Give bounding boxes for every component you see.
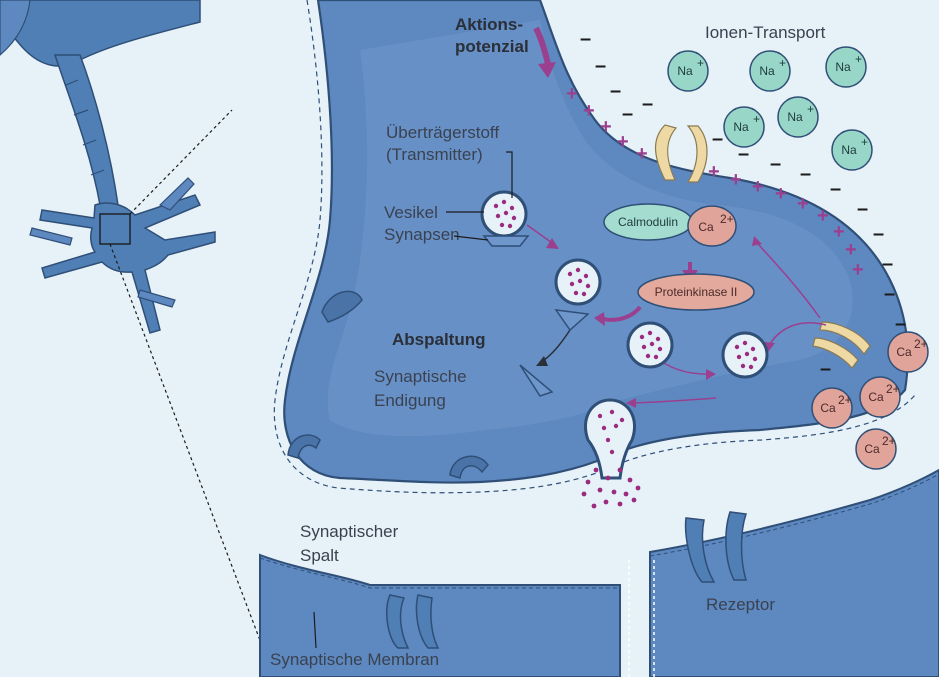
label-receptor: Rezeptor [706, 595, 775, 614]
svg-text:+: + [807, 102, 814, 116]
svg-text:–: – [820, 358, 831, 380]
svg-text:Ca: Ca [864, 442, 880, 456]
svg-text:+: + [636, 143, 648, 165]
label-ion-transport: Ionen-Transport [705, 23, 826, 42]
svg-text:–: – [873, 223, 884, 245]
svg-text:–: – [884, 283, 895, 305]
calmodulin-calcium: Ca 2+ [688, 206, 736, 246]
svg-text:+: + [697, 56, 704, 70]
label-transmitter-1: Überträgerstoff [386, 123, 499, 142]
svg-text:–: – [712, 128, 723, 150]
svg-text:+: + [600, 116, 612, 138]
svg-text:+: + [583, 100, 595, 122]
svg-text:+: + [708, 161, 720, 183]
svg-text:+: + [566, 83, 578, 105]
svg-text:+: + [852, 259, 864, 281]
svg-text:+: + [845, 239, 857, 261]
svg-text:Na: Na [733, 120, 749, 134]
label-transmitter-2: (Transmitter) [386, 145, 483, 164]
svg-text:Na: Na [835, 60, 851, 74]
svg-text:–: – [595, 55, 606, 77]
svg-text:Proteinkinase II: Proteinkinase II [655, 285, 738, 299]
svg-text:2+: 2+ [886, 382, 900, 396]
svg-text:Na: Na [841, 143, 857, 157]
label-cleft-2: Spalt [300, 546, 339, 565]
label-action-potential-1: Aktions- [455, 15, 523, 34]
svg-text:+: + [753, 112, 760, 126]
svg-text:+: + [861, 135, 868, 149]
svg-text:Ca: Ca [820, 401, 836, 415]
svg-text:Ca: Ca [868, 390, 884, 404]
svg-text:Na: Na [759, 64, 775, 78]
svg-text:–: – [800, 163, 811, 185]
svg-text:–: – [580, 28, 591, 50]
svg-text:+: + [617, 131, 629, 153]
svg-text:+: + [775, 183, 787, 205]
label-terminal-2: Endigung [374, 391, 446, 410]
svg-text:+: + [797, 193, 809, 215]
svg-text:2+: 2+ [720, 212, 734, 226]
svg-text:–: – [857, 198, 868, 220]
svg-text:–: – [770, 153, 781, 175]
svg-text:–: – [610, 80, 621, 102]
svg-text:Ca: Ca [698, 220, 714, 234]
svg-text:–: – [642, 93, 653, 115]
label-membrane: Synaptische Membran [270, 650, 439, 669]
vesicle-lower-left [628, 323, 672, 367]
svg-text:+: + [779, 56, 786, 70]
svg-text:Calmodulin: Calmodulin [618, 215, 678, 229]
label-terminal-1: Synaptische [374, 367, 467, 386]
svg-text:Na: Na [677, 64, 693, 78]
label-action-potential-2: potenzial [455, 37, 529, 56]
svg-text:+: + [752, 176, 764, 198]
svg-text:–: – [882, 253, 893, 275]
label-cleft-1: Synaptischer [300, 522, 399, 541]
svg-text:+: + [730, 169, 742, 191]
svg-text:+: + [855, 52, 862, 66]
svg-text:+: + [833, 221, 845, 243]
vesicle-lower-right [723, 333, 767, 377]
svg-text:–: – [622, 103, 633, 125]
proteinkinase: Proteinkinase II [638, 274, 754, 310]
svg-text:+: + [817, 205, 829, 227]
svg-text:2+: 2+ [838, 393, 852, 407]
svg-text:Na: Na [787, 110, 803, 124]
svg-text:–: – [830, 178, 841, 200]
svg-text:2+: 2+ [914, 337, 928, 351]
vesicle-docked-top [482, 192, 528, 246]
label-cleavage: Abspaltung [392, 330, 486, 349]
label-vesicle-1: Vesikel [384, 203, 438, 222]
svg-text:2+: 2+ [882, 434, 896, 448]
calmodulin: Calmodulin [604, 204, 692, 240]
svg-text:Ca: Ca [896, 345, 912, 359]
label-vesicle-2: Synapsen [384, 225, 460, 244]
